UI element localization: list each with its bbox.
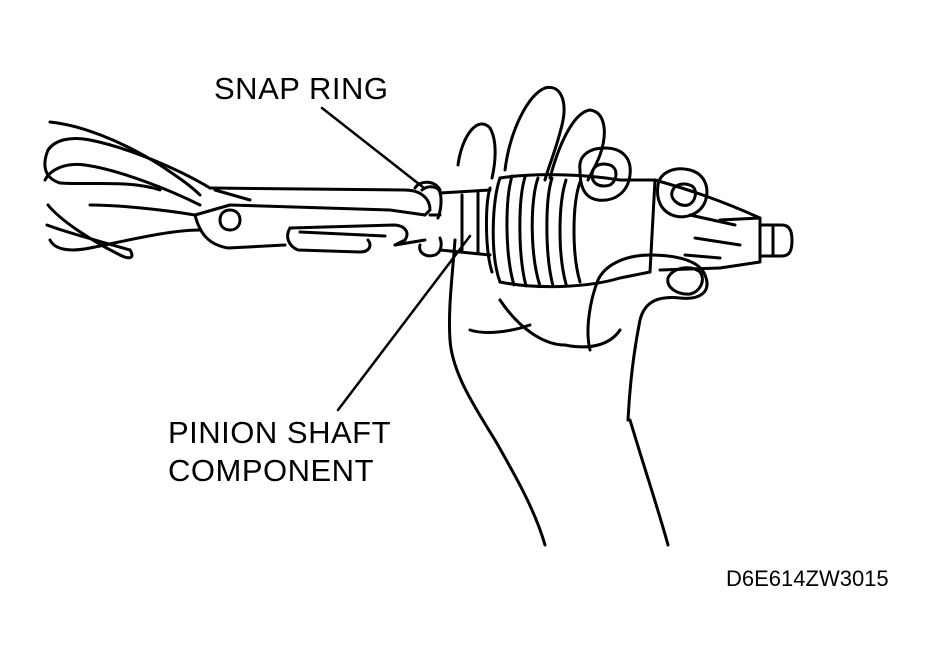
hand-front-thumb — [586, 253, 709, 422]
pinion-shaft-label-line1: PINION SHAFT — [168, 415, 392, 450]
hand-palm — [447, 238, 670, 547]
snap-ring-label: SNAP RING — [214, 71, 389, 106]
pinion-shaft — [438, 188, 492, 257]
rubber-boot — [485, 173, 657, 289]
pinion-shaft-label-line2: COMPONENT — [168, 453, 374, 488]
snap-ring — [413, 180, 443, 258]
housing-bolts — [578, 146, 709, 219]
hand-back-fingers — [456, 85, 606, 182]
leader-line-snap-ring — [320, 106, 426, 190]
leader-line-pinion-shaft — [336, 234, 472, 412]
snap-ring-pliers — [43, 120, 432, 260]
figure-code: D6E614ZW3015 — [726, 566, 889, 591]
